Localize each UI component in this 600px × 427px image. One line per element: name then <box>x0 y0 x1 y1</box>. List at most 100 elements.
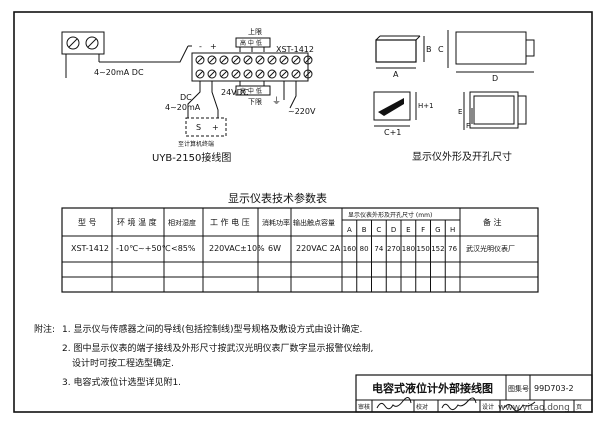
side-view <box>455 31 527 65</box>
terminal-screw-icon <box>231 55 241 65</box>
dim-value: 160 <box>343 245 356 253</box>
note-1: 1. 显示仪与传感器之间的导线(包括控制线)型号规格及敷设方式由设计确定. <box>62 323 362 335</box>
dim-c1: C+1 <box>384 128 401 137</box>
check-label: 校对 <box>416 403 428 411</box>
terminal-screw-icon <box>303 55 313 65</box>
terminal-screw-icon <box>195 55 205 65</box>
vdc-label: 24VDC <box>221 88 249 97</box>
front-view <box>375 39 417 63</box>
atlas-number: 99D703-2 <box>534 384 574 393</box>
note-2: 2. 图中显示仪表的端子接线及外形尺寸按武汉光明仪表厂数字显示报警仪绘制, <box>62 342 373 354</box>
cell-voltage: 220VAC±10% <box>209 244 265 253</box>
terminal-screw-icon <box>279 55 289 65</box>
cell-humidity: <85% <box>171 244 196 253</box>
reviewer-signature <box>376 397 412 410</box>
dim-value: 180 <box>402 245 415 253</box>
dim-letter: H <box>450 226 455 234</box>
dim-letter: E <box>406 226 410 234</box>
terminal-s-label: S <box>196 123 201 132</box>
computer-terminal-box <box>185 117 227 137</box>
header-humidity: 相对湿度 <box>168 218 196 227</box>
dim-value: 80 <box>360 245 369 253</box>
dim-letter: C <box>376 226 381 234</box>
model-label: XST-1412 <box>276 45 314 54</box>
terminal-screw-icon <box>291 69 301 79</box>
dc-label: DC <box>180 93 192 102</box>
dim-value: 152 <box>431 245 444 253</box>
watermark: www.yitao.dong <box>498 403 570 413</box>
header-model: 型 号 <box>78 218 97 227</box>
sensor-terminal-icon <box>85 36 99 50</box>
terminal-screw-icon <box>219 69 229 79</box>
signal-label-top: 4~20mA DC <box>94 68 144 77</box>
note-3: 3. 电容式液位计选型详见附1. <box>62 376 181 388</box>
terminal-screw-icon <box>207 69 217 79</box>
upper-relay-label: 高 中 低 <box>240 39 262 47</box>
dim-letter: D <box>391 226 396 234</box>
computer-note: 至计算机终端 <box>178 140 214 148</box>
notes-label: 附注: <box>34 323 55 335</box>
lower-relay-label: 高 中 低 <box>240 87 262 95</box>
polarity-plus: + <box>210 42 217 51</box>
wiring-caption: UYB-2150接线图 <box>152 151 231 164</box>
dim-letter: G <box>435 226 440 234</box>
terminal-screw-icon <box>207 55 217 65</box>
terminal-strip <box>191 52 309 82</box>
table-title: 显示仪表技术参数表 <box>228 191 327 205</box>
terminal-screw-icon <box>267 55 277 65</box>
terminal-screw-icon <box>231 69 241 79</box>
panel-cutout <box>373 91 411 121</box>
dim-b: B <box>426 45 432 54</box>
dim-value: 150 <box>416 245 429 253</box>
note-2-cont: 设计时可按工程选型确定. <box>72 357 174 369</box>
header-dims: 显示仪表外形及开孔尺寸 (mm) <box>348 211 432 219</box>
terminal-screw-icon <box>219 55 229 65</box>
drawing-title: 电容式液位计外部接线图 <box>372 381 493 395</box>
dim-c: C <box>438 45 444 54</box>
atlas-label: 图集号 <box>508 384 529 393</box>
outline-drawing: A B C D C+1 H+1 E F 显示仪外形及开孔尺寸 <box>373 30 535 163</box>
designer-signature <box>503 401 536 412</box>
terminal-row-bottom <box>195 69 313 79</box>
terminal-row-top <box>195 55 313 65</box>
dim-a: A <box>393 70 399 79</box>
signal-label-bottom: 4~20mA <box>165 103 201 112</box>
parameter-table: 显示仪表技术参数表 型 号 环 境 温 度 相对湿度 工 作 电 压 消耗功率 … <box>61 191 539 293</box>
terminal-screw-icon <box>195 69 205 79</box>
checker-signature <box>441 397 477 411</box>
cell-ambient: -10℃~+50℃ <box>116 244 171 253</box>
review-label: 审核 <box>358 403 370 411</box>
cell-power: 6W <box>268 244 281 253</box>
outline-caption: 显示仪外形及开孔尺寸 <box>412 150 512 163</box>
dim-value: 76 <box>448 245 457 253</box>
lower-relay-box <box>235 85 271 96</box>
terminal-screw-icon <box>291 55 301 65</box>
notes: 附注: 1. 显示仪与传感器之间的导线(包括控制线)型号规格及敷设方式由设计确定… <box>34 323 373 388</box>
header-power: 消耗功率 <box>262 218 290 227</box>
header-contact: 输出触点容量 <box>293 218 335 227</box>
terminal-screw-icon <box>267 69 277 79</box>
dim-value: 270 <box>387 245 400 253</box>
sensor-terminal-block <box>61 31 105 55</box>
header-voltage: 工 作 电 压 <box>210 217 250 227</box>
header-remark: 备 注 <box>483 217 502 227</box>
page-label: 页 <box>576 404 582 411</box>
upper-limit-label: 上限 <box>248 27 262 36</box>
design-label: 设计 <box>482 403 494 411</box>
wiring-diagram: 4~20mA DC - + 上限 高 中 低 XST-1412 高 中 低 下限… <box>61 27 316 164</box>
terminal-screw-icon <box>279 69 289 79</box>
header-ambient: 环 境 温 度 <box>117 217 157 227</box>
terminal-screw-icon <box>255 55 265 65</box>
dim-d: D <box>492 74 498 83</box>
upper-relay-box <box>235 37 271 48</box>
terminal-screw-icon <box>243 69 253 79</box>
polarity-minus: - <box>199 42 202 51</box>
cell-model: XST-1412 <box>71 244 109 253</box>
dim-value: 74 <box>374 245 383 253</box>
ground-icon: ⏚ <box>272 96 281 107</box>
dim-letter: F <box>421 226 425 234</box>
